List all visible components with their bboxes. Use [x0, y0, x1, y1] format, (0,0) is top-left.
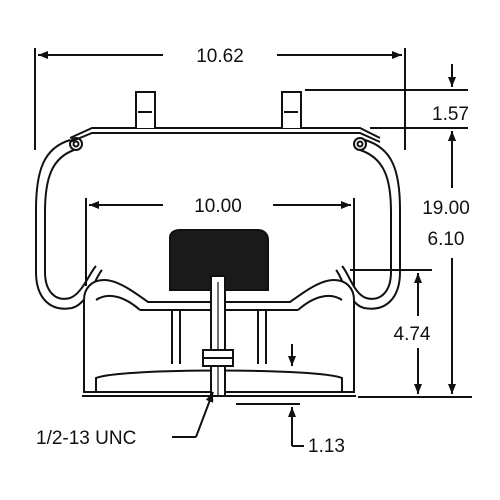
- top-bead-plate: [69, 127, 381, 151]
- thread-leader: [172, 391, 214, 438]
- label-base-offset: 1.13: [308, 436, 345, 457]
- label-top-width: 10.62: [196, 46, 244, 67]
- internal-bumper: [169, 229, 269, 291]
- label-piston-height: 4.74: [394, 324, 431, 345]
- mounting-stud-left: [135, 91, 156, 128]
- dim-top-width: [34, 48, 406, 150]
- label-min-height: 6.10: [428, 229, 465, 250]
- center-bolt: [202, 275, 234, 397]
- label-stud-height: 1.57: [432, 104, 469, 125]
- dim-piston-height: [350, 269, 432, 394]
- dim-base-offset: [236, 344, 304, 447]
- label-inner-width: 10.00: [194, 196, 242, 217]
- mounting-stud-right: [281, 91, 302, 128]
- label-thread-spec: 1/2-13 UNC: [36, 428, 136, 449]
- label-max-height: 19.00: [422, 198, 470, 219]
- dim-overall-height: [358, 131, 472, 398]
- dim-inner-width: [85, 198, 355, 286]
